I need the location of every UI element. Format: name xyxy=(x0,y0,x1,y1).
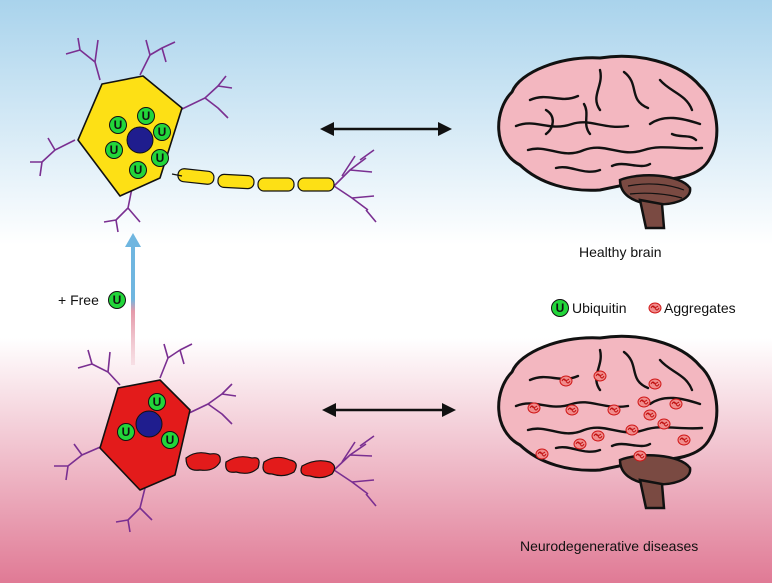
ubiquitin-icon: U xyxy=(109,116,127,134)
ubiquitin-icon: U xyxy=(129,161,147,179)
svg-text:U: U xyxy=(113,293,122,307)
disease-nucleus xyxy=(135,410,163,438)
aggregate-icon xyxy=(669,398,683,410)
svg-text:U: U xyxy=(142,109,151,123)
aggregate-icon xyxy=(657,418,671,430)
aggregate-icon xyxy=(643,409,657,421)
double-arrow-disease xyxy=(322,403,456,417)
ubiquitin-icon: U xyxy=(148,393,166,411)
svg-text:U: U xyxy=(153,395,162,409)
free-label-text: + Free xyxy=(58,292,99,308)
aggregate-icon xyxy=(593,370,607,382)
ubiquitin-icon: U xyxy=(151,149,169,167)
svg-text:U: U xyxy=(114,118,123,132)
ubiquitin-icon: U xyxy=(161,431,179,449)
healthy-nucleus xyxy=(126,126,154,154)
healthy-neuron xyxy=(30,37,377,233)
healthy-brain xyxy=(497,54,719,230)
svg-text:U: U xyxy=(158,125,167,139)
aggregate-icon xyxy=(565,404,579,416)
ubiquitin-icon: U xyxy=(108,291,126,309)
free-ubiquitin-label: + Free xyxy=(58,292,99,308)
disease-brain-label: Neurodegenerative diseases xyxy=(520,538,699,554)
healthy-brain-label: Healthy brain xyxy=(579,244,662,260)
aggregate-icon xyxy=(559,375,573,387)
svg-text:U: U xyxy=(110,143,119,157)
legend-ubiquitin-label: Ubiquitin xyxy=(572,300,627,316)
ubiquitin-icon: U xyxy=(551,299,569,317)
svg-text:U: U xyxy=(134,163,143,177)
aggregate-icon xyxy=(637,396,651,408)
aggregate-icon xyxy=(625,424,639,436)
svg-text:U: U xyxy=(156,151,165,165)
svg-text:U: U xyxy=(166,433,175,447)
ubiquitin-icon: U xyxy=(137,107,155,125)
double-arrow-healthy xyxy=(320,122,452,136)
aggregate-icon xyxy=(607,404,621,416)
healthy-axon xyxy=(177,168,335,192)
rescue-arrow xyxy=(125,233,141,365)
ubiquitin-icon: U xyxy=(105,141,123,159)
ubiquitin-icon: U xyxy=(117,423,135,441)
disease-brain xyxy=(497,334,719,510)
legend-aggregates-label: Aggregates xyxy=(664,300,736,316)
aggregate-icon xyxy=(633,450,647,462)
svg-text:U: U xyxy=(556,301,565,315)
aggregate-markers xyxy=(527,302,691,462)
aggregate-icon xyxy=(527,402,541,414)
aggregate-icon xyxy=(573,438,587,450)
aggregate-icon xyxy=(535,448,549,460)
aggregate-icon xyxy=(591,430,605,442)
disease-axon xyxy=(185,452,336,479)
ubiquitin-icon: U xyxy=(153,123,171,141)
disease-neuron xyxy=(54,343,377,533)
svg-text:U: U xyxy=(122,425,131,439)
aggregate-icon xyxy=(648,378,662,390)
aggregate-icon xyxy=(677,434,691,446)
legend-aggregate-icon xyxy=(648,302,662,314)
